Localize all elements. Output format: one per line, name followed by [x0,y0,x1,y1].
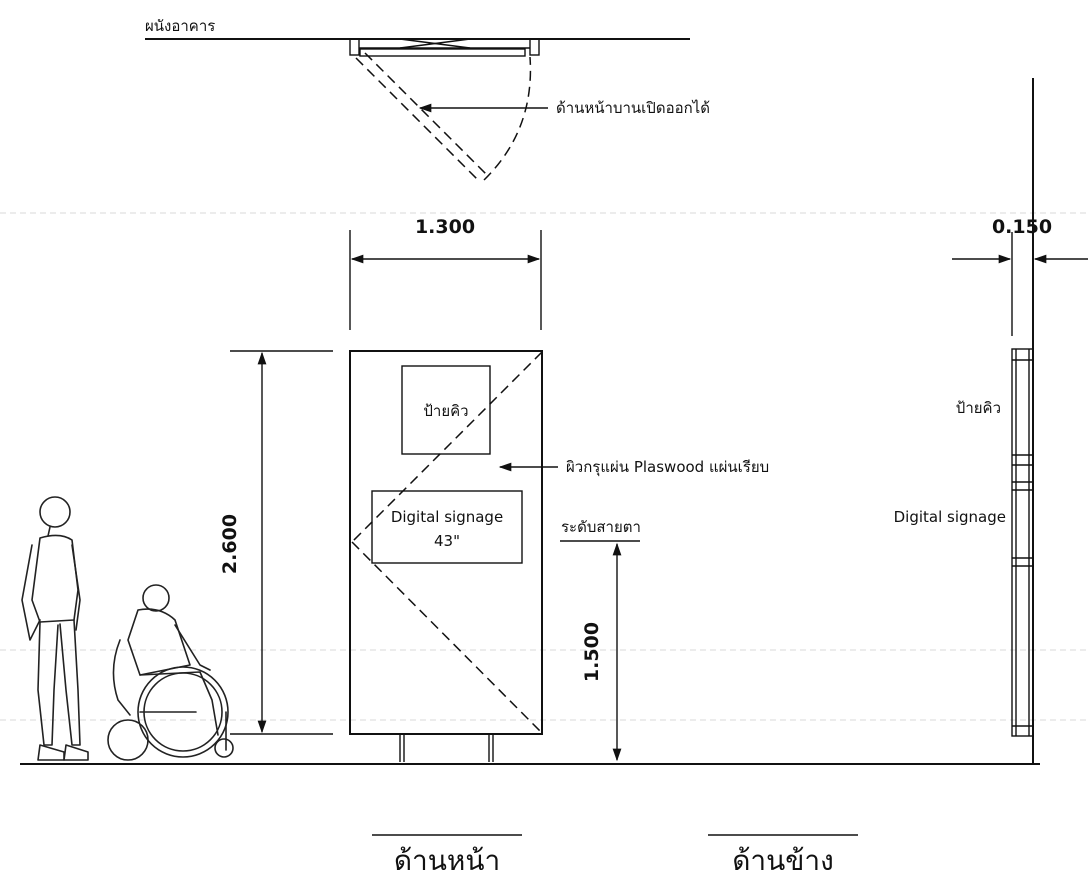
digital-signage-front [371,490,523,564]
eye-level-label: ระดับสายตา [561,518,641,536]
queue-sign-front [401,365,491,455]
queue-sign-front-label: ป้ายคิว [423,402,468,420]
front-view-title: ด้านหน้า [394,844,500,877]
kiosk-cabinet-side [1011,348,1034,737]
surface-note-label: ผิวกรุแผ่น Plaswood แผ่นเรียบ [566,458,769,477]
view-titles: ด้านหน้า ด้านข้าง [372,834,858,877]
cabinet-plan [349,38,540,183]
door-note-label: ด้านหน้าบานเปิดออกได้ [556,99,710,117]
digital-signage-side-label: Digital signage [894,508,1006,526]
standing-person-figure [21,496,89,761]
kiosk-cabinet-front [349,350,543,735]
wheelchair-person-figure [107,584,234,761]
background-scan-lines [0,212,1088,721]
digital-signage-front-line2: 43" [434,532,460,550]
width-dimension-value: 1.300 [415,216,475,238]
eye-height-dimension-value: 1.500 [581,622,603,682]
height-dimension-value: 2.600 [219,514,241,574]
building-wall-label: ผนังอาคาร [145,17,215,35]
plan-view: ผนังอาคาร ด้านหน้าบานเปิดออกได้ [145,17,710,183]
side-elevation: 0.150 ป้ายคิว Digital signage [894,78,1088,764]
depth-dimension-value: 0.150 [992,216,1052,238]
queue-sign-side-label: ป้ายคิว [956,399,1001,417]
digital-signage-front-line1: Digital signage [391,508,503,526]
front-elevation: 1.300 ป้ายคิว Digital signage 43" ผิวกรุ… [219,216,769,762]
side-view-title: ด้านข้าง [732,844,834,877]
